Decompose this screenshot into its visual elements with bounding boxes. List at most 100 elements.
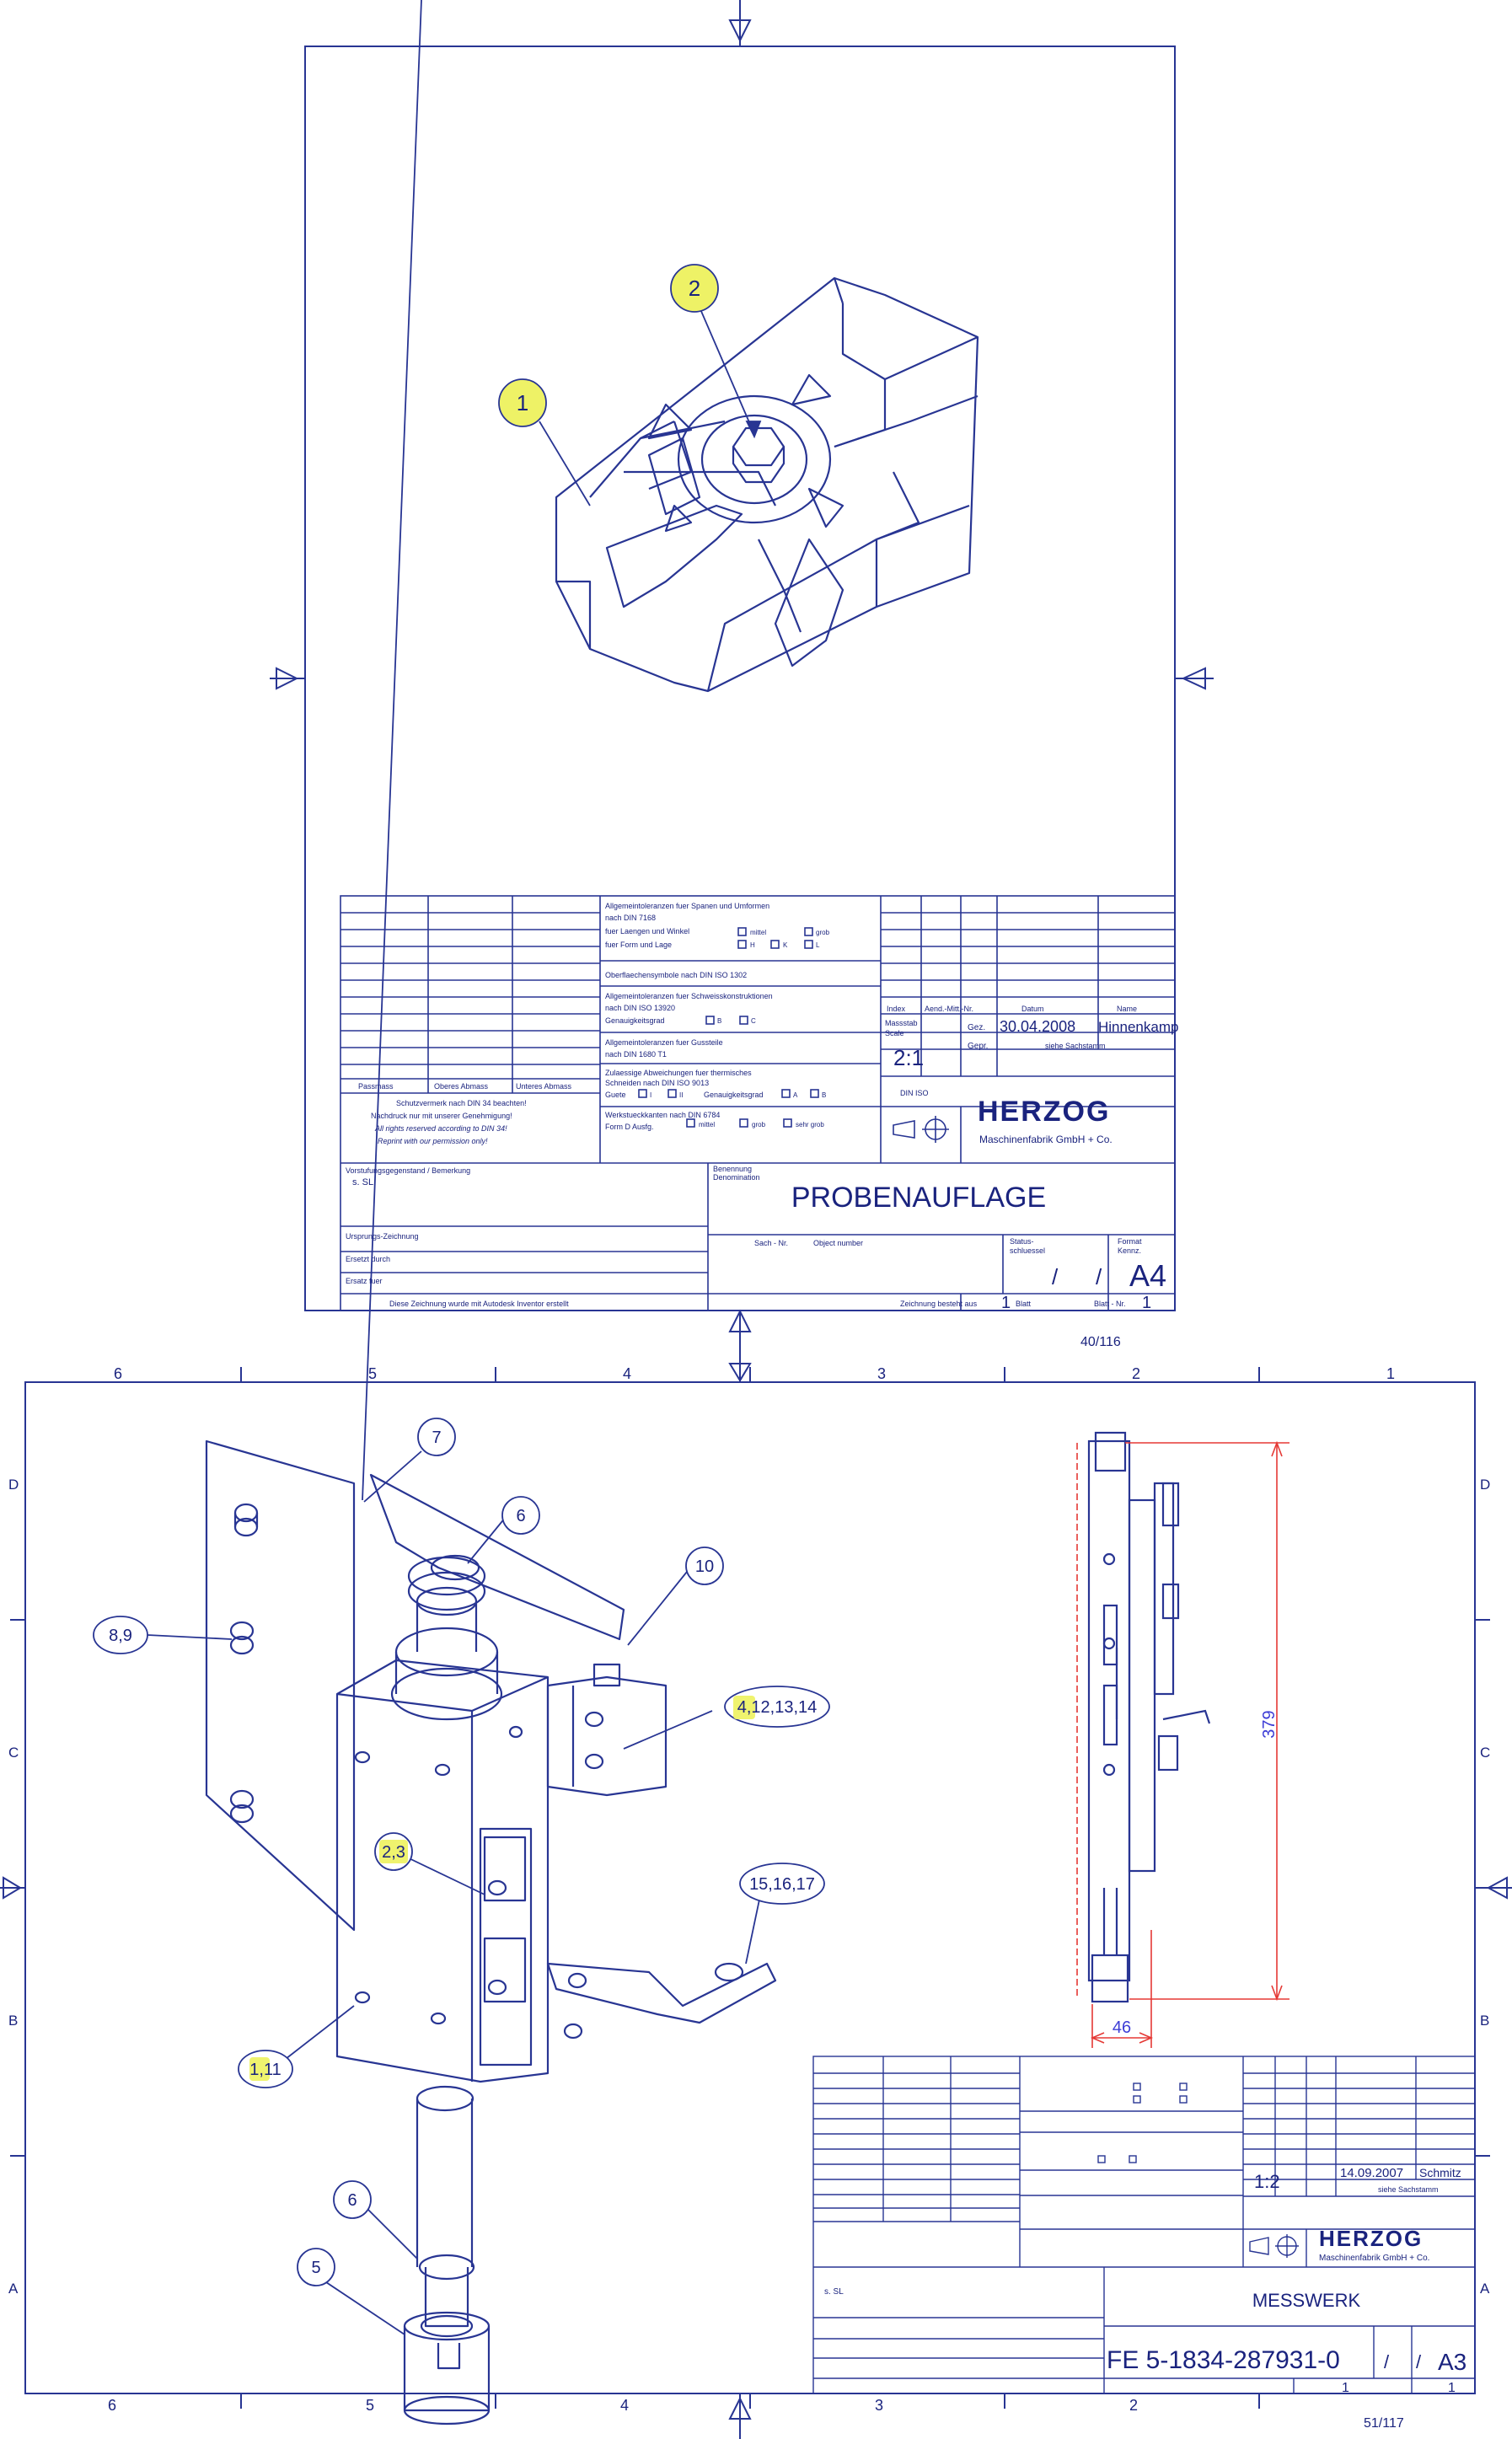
status-slash: / xyxy=(1052,1264,1059,1289)
sheet-probenauflage xyxy=(270,0,1214,1348)
drawing-title: PROBENAUFLAGE xyxy=(791,1182,1046,1214)
brand-logo: HERZOG xyxy=(978,1096,1110,1128)
callout-2 xyxy=(670,264,719,313)
status2-label: schluessel xyxy=(1010,1246,1045,1255)
denomination-label: Denomination xyxy=(713,1173,760,1182)
tol-oberes: Oberes Abmass xyxy=(434,1082,489,1091)
tol-accuracy: Genauigkeitsgrad xyxy=(605,1016,665,1025)
sheet2-title-block xyxy=(812,2056,1476,2394)
kennz-label: Kennz. xyxy=(1118,1246,1141,1255)
autodesk-note: Diese Zeichnung wurde mit Autodesk Inven… xyxy=(389,1300,569,1308)
brand-sub: Maschinenfabrik GmbH + Co. xyxy=(979,1134,1113,1145)
sheet2-blatt-num: 1 xyxy=(1448,2381,1456,2395)
sheet2-centering-marks xyxy=(0,1348,1512,2439)
tol-mittel: mittel xyxy=(750,929,766,936)
sheet2-title: MESSWERK xyxy=(1252,2290,1361,2311)
zone-col-3-top: 3 xyxy=(877,1365,886,1382)
tol-k: K xyxy=(783,941,788,949)
zone-col-4-bottom: 4 xyxy=(620,2397,629,2414)
sheet2-brand-sub: Maschinenfabrik GmbH + Co. xyxy=(1319,2254,1429,2263)
sheet2-format-slash: / xyxy=(1416,2351,1422,2372)
tol-form-d: Form D Ausfg. xyxy=(605,1123,654,1131)
gez-name: Hinnenkamp xyxy=(1098,1019,1178,1035)
messwerk-side-view xyxy=(1087,1431,1211,2003)
tol-grob: grob xyxy=(816,929,830,936)
zone-row-a-right: A xyxy=(1480,2281,1490,2297)
callout-8-9-label: 8,9 xyxy=(109,1627,132,1645)
callout-7 xyxy=(417,1418,456,1456)
sheet2-format-value: A3 xyxy=(1438,2349,1466,2375)
tol-quality: Guete xyxy=(605,1091,626,1099)
dimension-lines xyxy=(1076,1440,1289,2048)
sheet2-sl: s. SL xyxy=(824,2287,844,2297)
blatt-num: 1 xyxy=(1142,1294,1151,1312)
tol-surface: Oberflaechensymbole nach DIN ISO 1302 xyxy=(605,971,747,979)
rev-name: Name xyxy=(1117,1005,1137,1013)
tol-accuracy-2: Genauigkeitsgrad xyxy=(704,1091,764,1099)
callout-6-top xyxy=(501,1496,540,1535)
tol-protection1: Schutzvermerk nach DIN 34 beachten! xyxy=(396,1099,527,1107)
zone-col-4-top: 4 xyxy=(623,1365,631,1382)
callout-6-bottom-label: 6 xyxy=(347,2191,357,2210)
zone-col-5-top: 5 xyxy=(368,1365,377,1382)
callout-7-label: 7 xyxy=(432,1429,441,1447)
zone-row-c-right: C xyxy=(1480,1745,1490,1761)
callout-1 xyxy=(498,378,547,427)
format-slash: / xyxy=(1096,1264,1102,1289)
tol-form-pos: fuer Form und Lage xyxy=(605,941,672,949)
tol-unteres: Unteres Abmass xyxy=(516,1082,572,1091)
ursprung-label: Ursprungs-Zeichnung xyxy=(346,1232,419,1241)
tol-q2: II xyxy=(679,1091,683,1099)
tol-grob2: grob xyxy=(752,1121,766,1128)
sheet2-highlights xyxy=(249,1696,755,2081)
tol-passmass: Passmass xyxy=(358,1082,394,1091)
zone-row-b-right: B xyxy=(1480,2013,1489,2029)
sheet1-callout-circles xyxy=(498,264,719,427)
sheet2-texts: 6 5 4 3 2 1 6 5 4 3 2 D C B A D C B A 7 … xyxy=(8,1365,1490,2414)
sheet1-centering-marks xyxy=(270,0,1214,1348)
page-number-bottom: 51/117 xyxy=(1364,2416,1404,2431)
status-label: Status- xyxy=(1010,1237,1034,1246)
callout-2-label: 2 xyxy=(689,276,700,301)
zone-col-6-top: 6 xyxy=(114,1365,122,1382)
dimension-46: 46 xyxy=(1113,2018,1131,2037)
sheet2-drawing-number: FE 5-1834-287931-0 xyxy=(1107,2346,1340,2374)
sheet2-besteht-num: 1 xyxy=(1342,2381,1349,2395)
sheet1-leaders xyxy=(539,303,762,507)
ersatz-label: Ersatz fuer xyxy=(346,1277,383,1285)
gez-date: 30.04.2008 xyxy=(1000,1018,1075,1035)
tol-cast-din: nach DIN 1680 T1 xyxy=(605,1050,667,1059)
gez-label: Gez. xyxy=(968,1023,985,1032)
scale-en-label: Scale xyxy=(885,1029,904,1037)
sheet1-title-block xyxy=(340,895,1176,1311)
tol-cast: Allgemeintoleranzen fuer Gussteile xyxy=(605,1038,723,1047)
zone-col-1-top: 1 xyxy=(1386,1365,1395,1382)
format-value: A4 xyxy=(1129,1258,1166,1293)
tol-weld-din: nach DIN ISO 13920 xyxy=(605,1004,675,1012)
callout-1-label: 1 xyxy=(517,390,528,415)
probenauflage-part xyxy=(555,276,979,693)
tol-edges: Werkstueckkanten nach DIN 6784 xyxy=(605,1111,720,1119)
rev-datum: Datum xyxy=(1021,1005,1044,1013)
tol-protection3: All rights reserved according to DIN 34! xyxy=(374,1124,507,1133)
zone-col-5-bottom: 5 xyxy=(366,2397,374,2414)
tol-sehr-grob: sehr grob xyxy=(796,1121,824,1128)
tol-weld-title: Allgemeintoleranzen fuer Schweisskonstru… xyxy=(605,992,773,1000)
sheet2-brand-logo: HERZOG xyxy=(1319,2226,1423,2251)
besteht-label: Zeichnung besteht aus xyxy=(900,1300,978,1308)
zone-col-3-bottom: 3 xyxy=(875,2397,883,2414)
sheet2-zone-ticks xyxy=(10,1367,1490,2409)
tol-protection4: Reprint with our permission only! xyxy=(378,1137,488,1145)
callout-5 xyxy=(297,2248,335,2286)
sheet2-leaders xyxy=(147,0,764,2335)
din-iso-label: DIN ISO xyxy=(900,1089,929,1097)
zone-row-d-right: D xyxy=(1480,1477,1490,1493)
callout-6-bottom xyxy=(333,2180,372,2219)
sheet2-callout-circles xyxy=(93,1418,830,2286)
sheet2-gez-name: Schmitz xyxy=(1419,2166,1461,2179)
tol-len-angle: fuer Laengen und Winkel xyxy=(605,927,689,935)
zone-col-6-bottom: 6 xyxy=(108,2397,116,2414)
callout-10-label: 10 xyxy=(695,1557,714,1576)
callout-6-top-label: 6 xyxy=(516,1507,525,1525)
